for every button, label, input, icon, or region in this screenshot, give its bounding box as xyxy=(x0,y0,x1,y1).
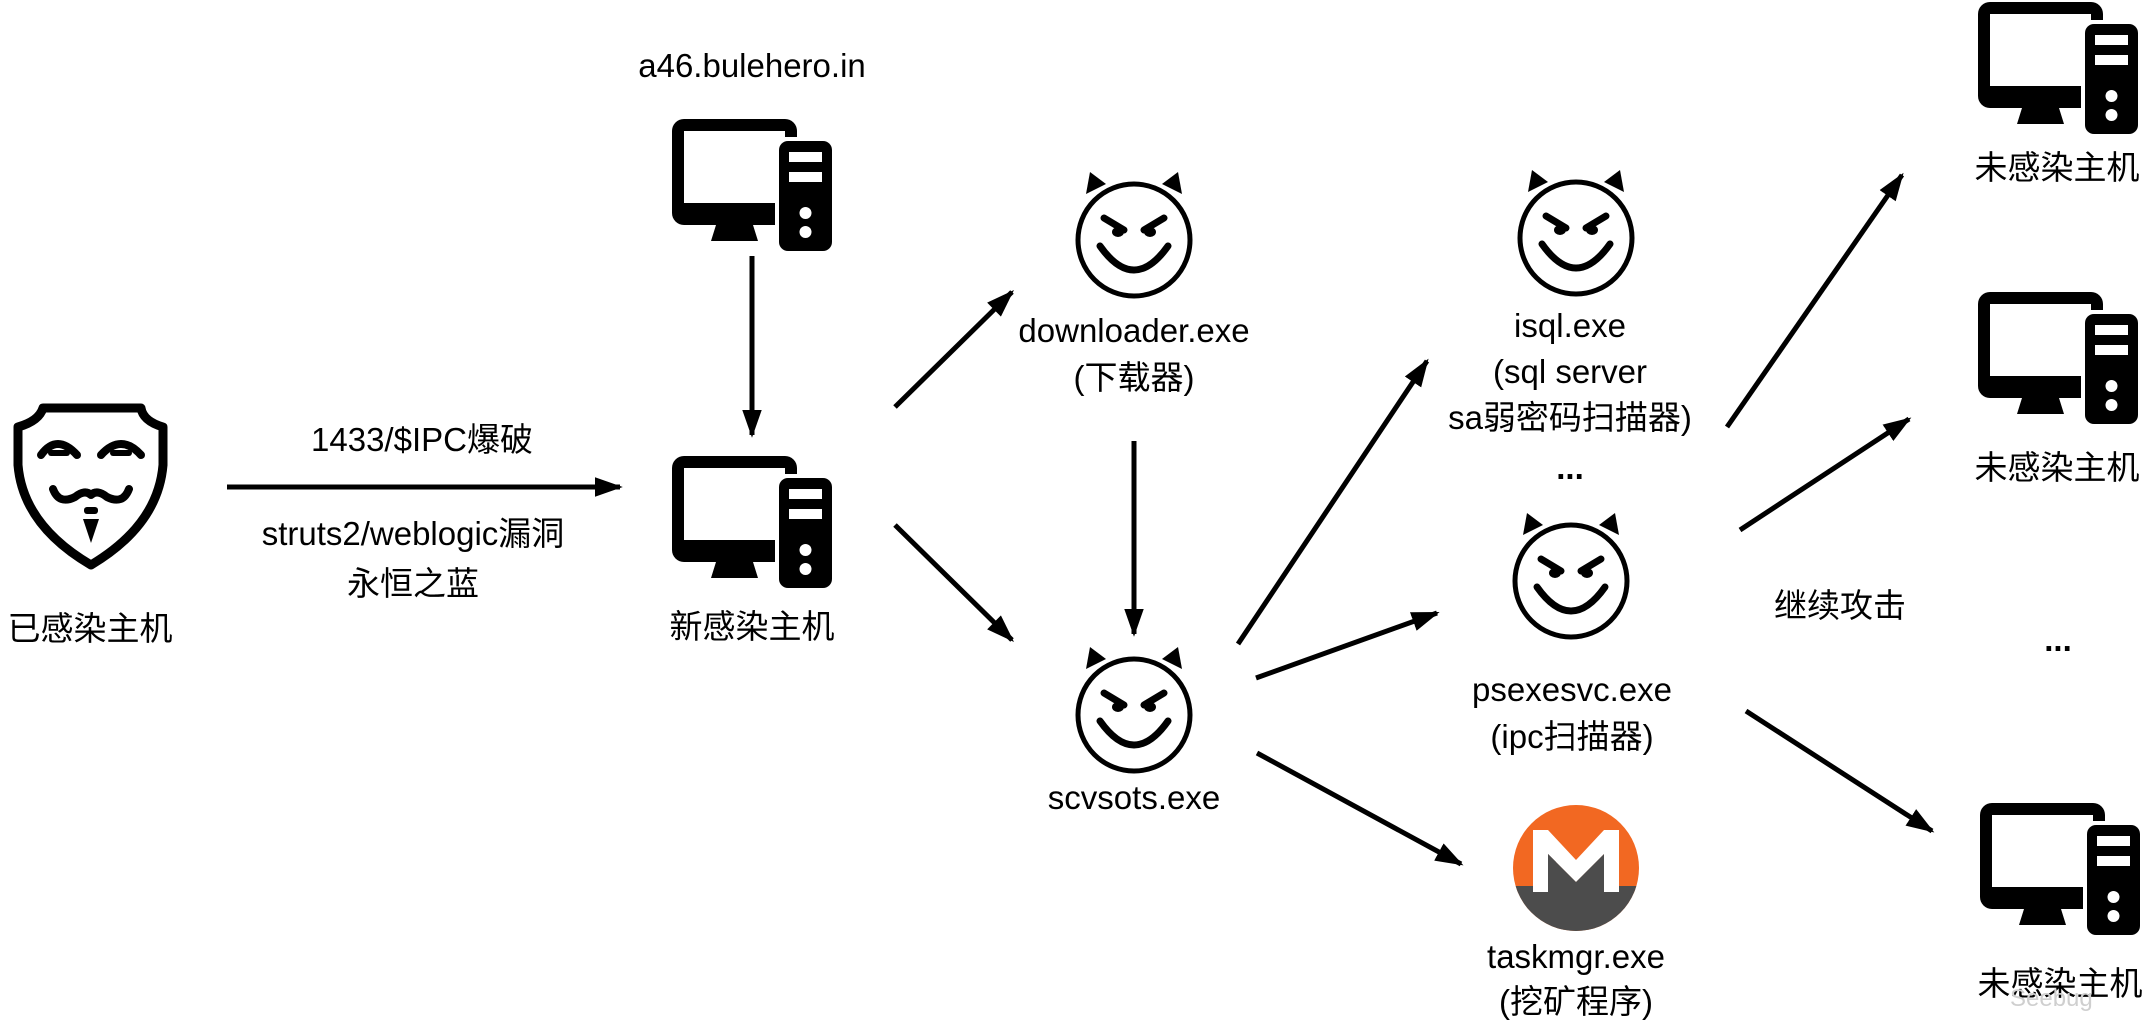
isql-sublabel-2: sa弱密码扫描器) xyxy=(1448,399,1692,436)
new-infected-host-computer-icon xyxy=(672,456,832,588)
downloader-label: downloader.exe xyxy=(1018,312,1250,349)
edge-psexesvc-to-host2 xyxy=(1738,416,1912,533)
psexesvc-devil-icon xyxy=(1515,513,1627,637)
edge-isql-to-host1 xyxy=(1724,172,1905,429)
edge-new-to-downloader xyxy=(893,290,1014,409)
uninfected-host-2-label: 未感染主机 xyxy=(1974,449,2140,486)
taskmgr-sublabel: (挖矿程序) xyxy=(1499,983,1653,1020)
scvsots-devil-icon xyxy=(1078,647,1190,771)
anonymous-mask-icon xyxy=(13,403,168,570)
uninfected-host-1-computer-icon xyxy=(1978,2,2138,134)
edges xyxy=(227,172,1935,867)
edge-new-to-scvsots xyxy=(893,523,1014,642)
downloader-devil-icon xyxy=(1078,172,1190,296)
edge-scvsots-to-taskmgr xyxy=(1255,750,1464,867)
isql-sublabel-1: (sql server xyxy=(1492,353,1648,390)
edge-psexesvc-to-host3 xyxy=(1744,708,1935,834)
isql-devil-icon xyxy=(1520,170,1632,294)
right-ellipsis: ... xyxy=(2044,621,2072,658)
infected-host-label: 已感染主机 xyxy=(7,610,173,647)
edge-scvsots-to-psexesvc xyxy=(1255,610,1440,681)
edge-scvsots-to-isql xyxy=(1235,358,1430,646)
edge-label-eternalblue: 永恒之蓝 xyxy=(347,565,479,602)
edge-label-bruteforce: 1433/$IPC爆破 xyxy=(311,421,533,458)
taskmgr-label: taskmgr.exe xyxy=(1487,938,1665,975)
uninfected-host-1-label: 未感染主机 xyxy=(1974,149,2140,186)
monero-icon xyxy=(1513,805,1639,931)
uninfected-host-3-label: 未感染主机 xyxy=(1977,965,2143,1002)
psexesvc-label: psexesvc.exe xyxy=(1472,671,1672,708)
uninfected-host-2-computer-icon xyxy=(1978,292,2138,424)
isql-label: isql.exe xyxy=(1514,307,1626,344)
c2-server-label: a46.bulehero.in xyxy=(638,47,866,84)
uninfected-host-3-computer-icon xyxy=(1980,803,2140,935)
middle-ellipsis: ... xyxy=(1556,449,1584,486)
continue-attack-label: 继续攻击 xyxy=(1774,587,1906,624)
c2-server-computer-icon xyxy=(672,119,832,251)
downloader-sublabel: (下载器) xyxy=(1073,359,1195,396)
new-infected-host-label: 新感染主机 xyxy=(669,608,835,645)
psexesvc-sublabel: (ipc扫描器) xyxy=(1490,718,1654,755)
watermark: Seebug xyxy=(2010,985,2093,1012)
scvsots-label: scvsots.exe xyxy=(1047,779,1221,816)
edge-label-vulnerabilities: struts2/weblogic漏洞 xyxy=(261,515,565,552)
